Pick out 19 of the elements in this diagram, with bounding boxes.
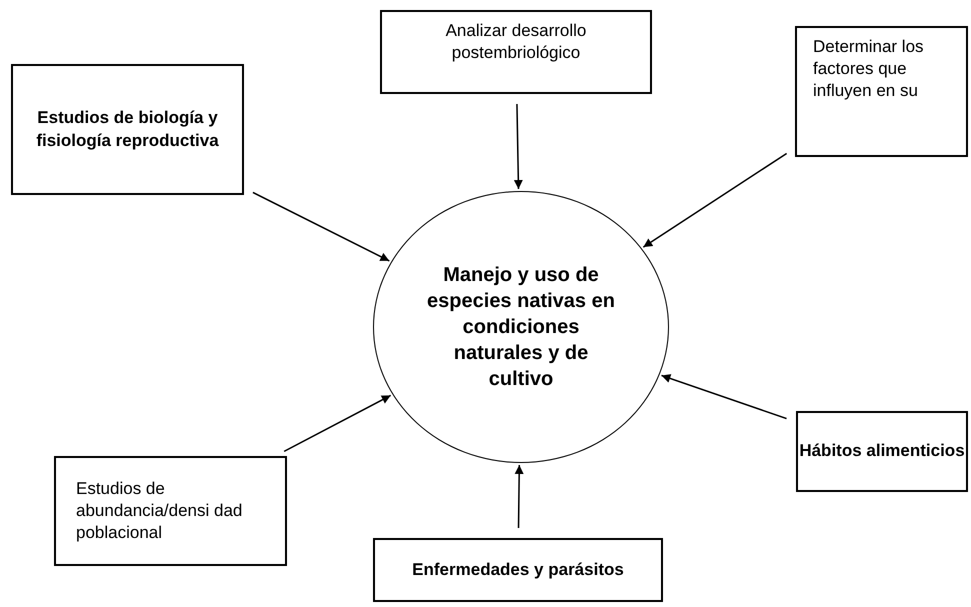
topic-box: [795, 26, 968, 157]
arrow: [284, 394, 392, 452]
node-label: Determinar los factores que influyen en su: [813, 36, 925, 102]
arrow: [642, 152, 788, 248]
arrow: [661, 374, 787, 420]
topic-box: [796, 411, 968, 492]
topic-box: [54, 456, 287, 566]
node-label: Manejo y uso de especies nativas en condiciones naturales y de cultivo: [426, 263, 616, 392]
node-label: Estudios de biología y fisiología reproductiva: [35, 107, 220, 152]
node-label: Estudios de abundancia/densi dad poblacional: [76, 478, 244, 544]
topic-box: [373, 538, 663, 602]
topic-box: [380, 10, 652, 94]
arrow: [514, 104, 523, 190]
node-label: Analizar desarrollo postembriológico: [444, 20, 588, 64]
arrow: [252, 192, 390, 262]
topic-box: [11, 64, 244, 195]
node-label: Hábitos alimenticios: [798, 440, 966, 462]
node-label: Enfermedades y parásitos: [411, 558, 625, 581]
arrow: [514, 464, 524, 528]
